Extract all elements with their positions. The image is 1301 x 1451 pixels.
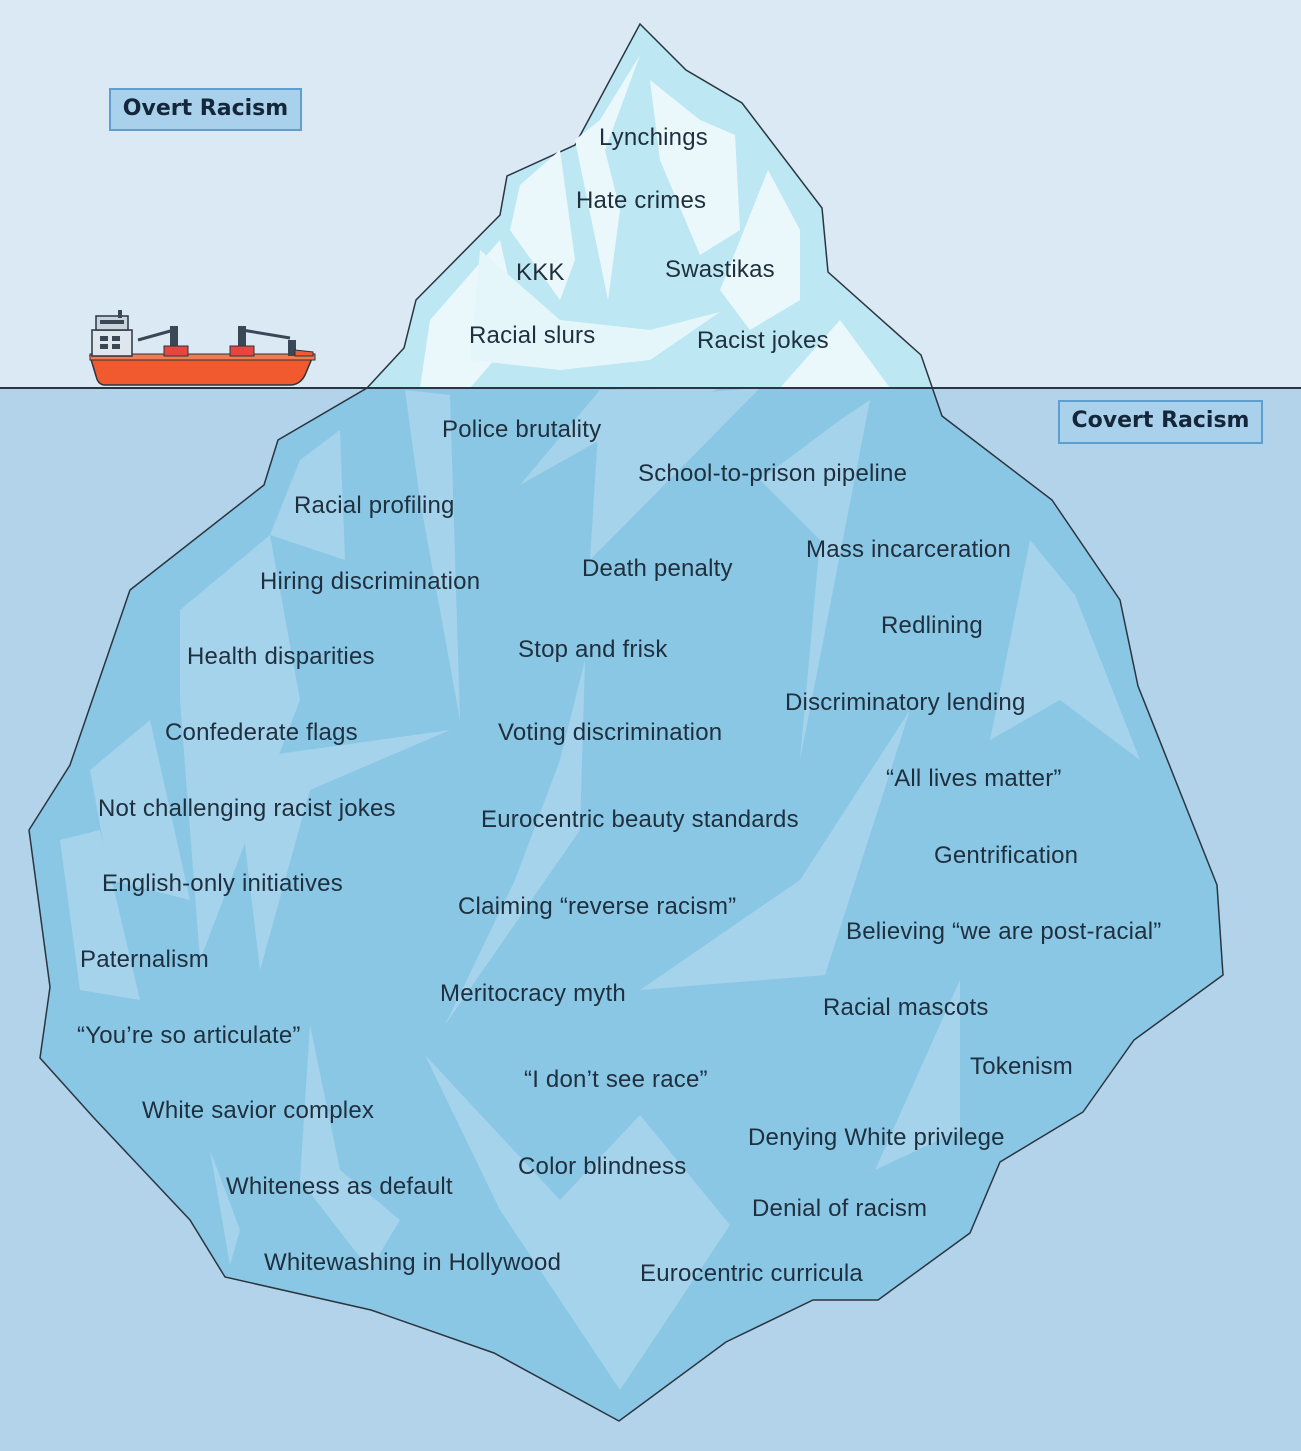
iceberg-label: Color blindness xyxy=(518,1153,687,1180)
iceberg-label: Lynchings xyxy=(599,124,708,151)
iceberg-label: “All lives matter” xyxy=(886,765,1062,792)
iceberg-above-water xyxy=(365,22,934,388)
iceberg-label: Believing “we are post-racial” xyxy=(846,918,1162,945)
iceberg-label: Hate crimes xyxy=(576,187,707,214)
iceberg-label: Redlining xyxy=(881,612,983,639)
iceberg-label: Whitewashing in Hollywood xyxy=(264,1249,562,1276)
iceberg-label: Racial slurs xyxy=(469,322,596,349)
iceberg-label: English-only initiatives xyxy=(102,870,343,897)
iceberg-label: Mass incarceration xyxy=(806,536,1012,563)
iceberg-label: Denying White privilege xyxy=(748,1124,1005,1151)
iceberg-label: Claiming “reverse racism” xyxy=(458,893,737,920)
iceberg-label: Confederate flags xyxy=(165,719,358,746)
iceberg-label: Tokenism xyxy=(970,1053,1073,1080)
iceberg-label: Swastikas xyxy=(665,256,775,283)
overt-racism-label: Overt Racism xyxy=(109,88,302,131)
iceberg-label: Racist jokes xyxy=(697,327,829,354)
iceberg-below-water xyxy=(28,388,1224,1422)
iceberg-label: Stop and frisk xyxy=(518,636,668,663)
iceberg-label: KKK xyxy=(516,259,565,286)
iceberg-label: Not challenging racist jokes xyxy=(98,795,396,822)
ship-icon xyxy=(88,310,316,386)
iceberg-label: Police brutality xyxy=(442,416,602,443)
iceberg-label: Whiteness as default xyxy=(226,1173,453,1200)
iceberg-label: Discriminatory lending xyxy=(785,689,1026,716)
iceberg-label: Health disparities xyxy=(187,643,375,670)
iceberg-label: School-to-prison pipeline xyxy=(638,460,908,487)
iceberg-label: Eurocentric beauty standards xyxy=(481,806,799,833)
iceberg-label: Denial of racism xyxy=(752,1195,928,1222)
iceberg-label: Racial mascots xyxy=(823,994,989,1021)
iceberg-label: Voting discrimination xyxy=(498,719,723,746)
iceberg-label: White savior complex xyxy=(142,1097,375,1124)
iceberg-label: “You’re so articulate” xyxy=(77,1022,301,1049)
iceberg-label: Gentrification xyxy=(934,842,1079,869)
iceberg-label: Meritocracy myth xyxy=(440,980,626,1007)
iceberg-label: Racial profiling xyxy=(294,492,455,519)
iceberg-label: Paternalism xyxy=(80,946,209,973)
iceberg-label: Eurocentric curricula xyxy=(640,1260,863,1287)
iceberg-label: “I don’t see race” xyxy=(524,1066,708,1093)
covert-racism-label: Covert Racism xyxy=(1058,400,1263,444)
iceberg-label: Death penalty xyxy=(582,555,733,582)
iceberg-label: Hiring discrimination xyxy=(260,568,481,595)
